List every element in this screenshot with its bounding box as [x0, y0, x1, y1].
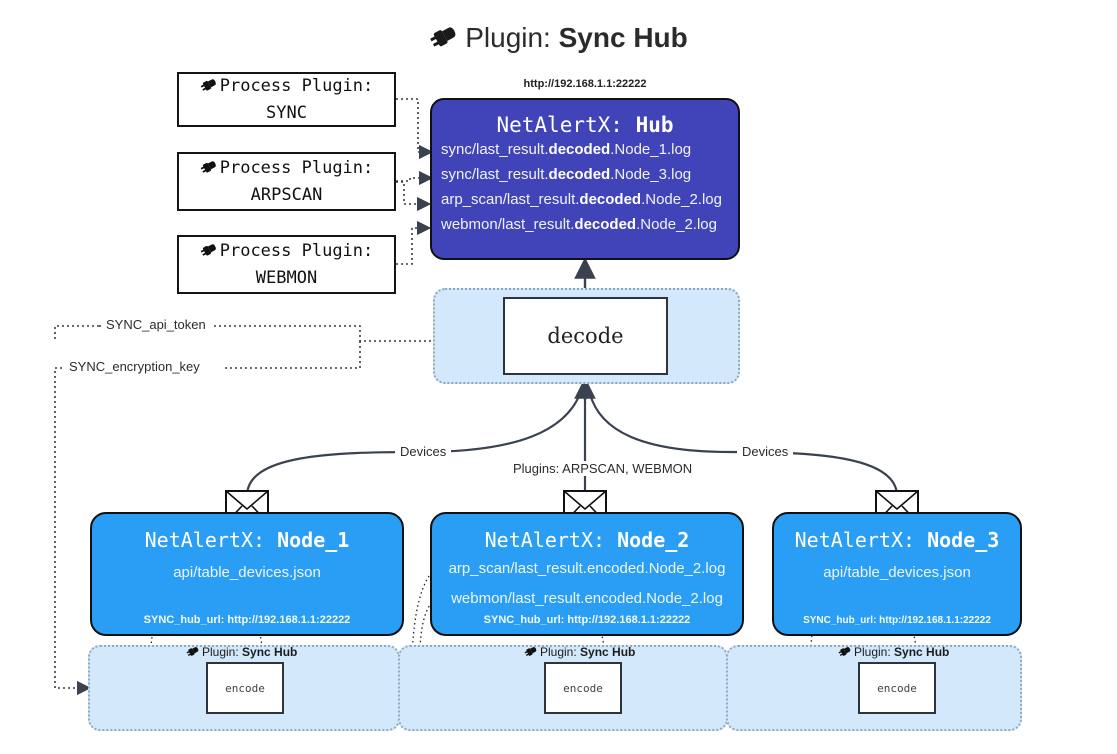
encode-label: encode	[225, 681, 265, 695]
encode-label: encode	[877, 681, 917, 695]
process-plugin-box-webmon[interactable]: Process Plugin: WEBMON	[177, 235, 396, 294]
node-box-node-1[interactable]: NetAlertX: Node_1 api/table_devices.json…	[90, 512, 404, 636]
node-box-node-2[interactable]: NetAlertX: Node_2 arp_scan/last_result.e…	[430, 512, 744, 636]
plug-icon	[200, 158, 218, 183]
plug-icon	[200, 76, 218, 101]
hub-box[interactable]: NetAlertX: Hub sync/last_result.decoded.…	[430, 98, 740, 260]
plug-icon	[186, 645, 200, 661]
plug-icon	[429, 21, 459, 61]
node-path-line: api/table_devices.json	[823, 564, 971, 581]
encode-box-node-3[interactable]: encode	[858, 662, 936, 714]
secret-label-api-token: SYNC_api_token	[101, 317, 211, 332]
hub-title: NetAlertX: Hub	[432, 113, 738, 137]
node-path-line: api/table_devices.json	[173, 564, 321, 581]
node-path-line: arp_scan/last_result.encoded.Node_2.log	[448, 560, 726, 577]
edge-label-plugins-center: Plugins: ARPSCAN, WEBMON	[508, 461, 698, 476]
process-plugin-name: SYNC	[266, 102, 307, 123]
node-path-line: webmon/last_result.encoded.Node_2.log	[451, 590, 723, 607]
hub-title-prefix: NetAlertX:	[496, 113, 636, 137]
process-plugin-name: ARPSCAN	[250, 184, 323, 205]
plug-icon	[200, 241, 218, 266]
plugin-caption-node-3: Plugin: Sync Hub	[838, 645, 949, 661]
node-title: NetAlertX: Node_2	[484, 528, 690, 552]
hub-log-line: sync/last_result.decoded.Node_3.log	[441, 166, 692, 183]
node-box-node-3[interactable]: NetAlertX: Node_3 api/table_devices.json…	[772, 512, 1022, 636]
node-footer: SYNC_hub_url: http://192.168.1.1:22222	[483, 614, 691, 626]
page-title: Plugin: Sync Hub	[0, 18, 1117, 61]
node-footer: SYNC_hub_url: http://192.168.1.1:22222	[143, 614, 351, 626]
edge-label-devices-left: Devices	[395, 444, 452, 459]
encode-box-node-1[interactable]: encode	[206, 662, 284, 714]
plugin-caption-node-1: Plugin: Sync Hub	[186, 645, 297, 661]
process-plugin-name: WEBMON	[255, 267, 318, 288]
edge-label-devices-right: Devices	[737, 444, 794, 459]
decode-box[interactable]: decode	[503, 297, 668, 375]
decode-label: decode	[547, 324, 624, 348]
node-footer: SYNC_hub_url: http://192.168.1.1:22222	[803, 615, 991, 626]
hub-url-label: http://192.168.1.1:22222	[523, 78, 647, 90]
page-title-name: Sync Hub	[558, 22, 688, 53]
process-plugin-box-arpscan[interactable]: Process Plugin: ARPSCAN	[177, 152, 396, 211]
hub-log-line: sync/last_result.decoded.Node_1.log	[441, 141, 692, 158]
encode-box-node-2[interactable]: encode	[544, 662, 622, 714]
process-plugin-label: Process Plugin:	[219, 240, 374, 261]
node-title: NetAlertX: Node_1	[144, 528, 350, 552]
hub-title-name: Hub	[635, 113, 674, 137]
process-plugin-label: Process Plugin:	[219, 157, 374, 178]
hub-log-line: webmon/last_result.decoded.Node_2.log	[441, 216, 717, 233]
secret-label-encryption-key: SYNC_encryption_key	[64, 359, 205, 374]
plug-icon	[524, 645, 538, 661]
plugin-caption-node-2: Plugin: Sync Hub	[524, 645, 635, 661]
encode-label: encode	[563, 681, 603, 695]
plug-icon	[838, 645, 852, 661]
process-plugin-box-sync[interactable]: Process Plugin: SYNC	[177, 72, 396, 127]
page-title-prefix: Plugin:	[465, 22, 559, 53]
hub-log-line: arp_scan/last_result.decoded.Node_2.log	[441, 191, 722, 208]
process-plugin-label: Process Plugin:	[219, 75, 374, 96]
node-title: NetAlertX: Node_3	[794, 528, 1000, 552]
